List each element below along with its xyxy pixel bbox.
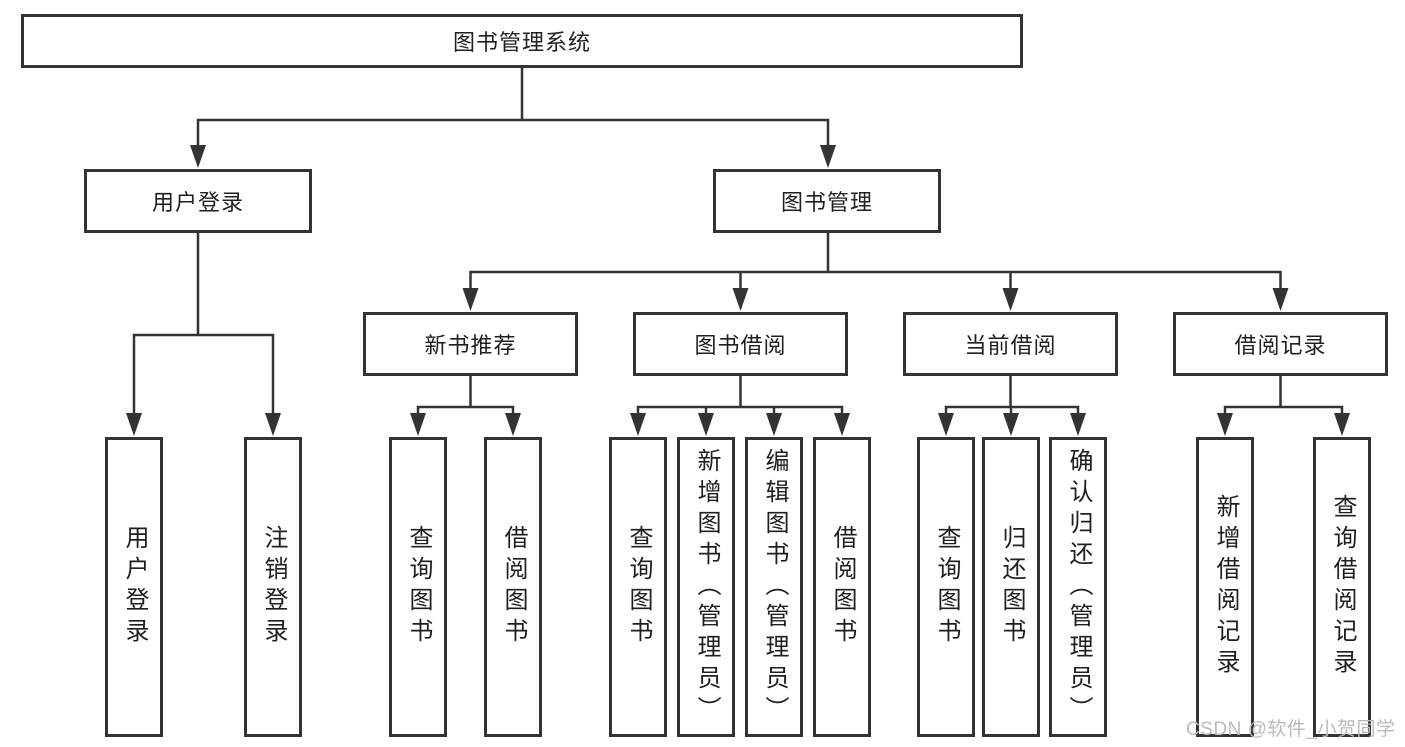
leaf-query-books-borrow: 查询图书 <box>609 437 667 737</box>
leaf-return-book-label: 归还图书 <box>998 525 1025 649</box>
leaf-add-book-admin-label: 新增图书（管理员） <box>693 447 720 727</box>
leaf-add-borrow-record: 新增借阅记录 <box>1196 437 1254 737</box>
node-user-login: 用户登录 <box>84 169 312 233</box>
leaf-query-books-current: 查询图书 <box>917 437 975 737</box>
leaf-query-borrow-record-label: 查询借阅记录 <box>1329 494 1356 680</box>
node-borrow-records: 借阅记录 <box>1173 312 1388 376</box>
node-book-borrow: 图书借阅 <box>633 312 848 376</box>
node-new-book-recommend: 新书推荐 <box>363 312 578 376</box>
leaf-user-login: 用户登录 <box>105 437 163 737</box>
leaf-confirm-return-admin-label: 确认归还（管理员） <box>1065 447 1092 727</box>
node-book-management: 图书管理 <box>713 169 941 233</box>
arrowheads <box>126 145 1350 436</box>
leaf-borrow-books: 借阅图书 <box>813 437 871 737</box>
node-current-borrow: 当前借阅 <box>903 312 1118 376</box>
leaf-user-login-label: 用户登录 <box>121 525 148 649</box>
leaf-logout-label: 注销登录 <box>260 525 287 649</box>
leaf-return-book: 归还图书 <box>982 437 1040 737</box>
leaf-query-books-current-label: 查询图书 <box>933 525 960 649</box>
leaf-borrow-books-recommend: 借阅图书 <box>484 437 542 737</box>
leaf-add-book-admin: 新增图书（管理员） <box>677 437 735 737</box>
leaf-query-books-recommend-label: 查询图书 <box>405 525 432 649</box>
leaf-borrow-books-label: 借阅图书 <box>829 525 856 649</box>
leaf-edit-book-admin-label: 编辑图书（管理员） <box>761 447 788 727</box>
leaf-confirm-return-admin: 确认归还（管理员） <box>1049 437 1107 737</box>
leaf-borrow-books-recommend-label: 借阅图书 <box>500 525 527 649</box>
leaf-add-borrow-record-label: 新增借阅记录 <box>1212 494 1239 680</box>
node-library-system: 图书管理系统 <box>21 14 1023 68</box>
leaf-edit-book-admin: 编辑图书（管理员） <box>745 437 803 737</box>
leaf-query-borrow-record: 查询借阅记录 <box>1313 437 1371 737</box>
leaf-query-books-borrow-label: 查询图书 <box>625 525 652 649</box>
leaf-query-books-recommend: 查询图书 <box>389 437 447 737</box>
leaf-logout: 注销登录 <box>244 437 302 737</box>
watermark: CSDN @软件_小贺同学 <box>1186 719 1396 740</box>
